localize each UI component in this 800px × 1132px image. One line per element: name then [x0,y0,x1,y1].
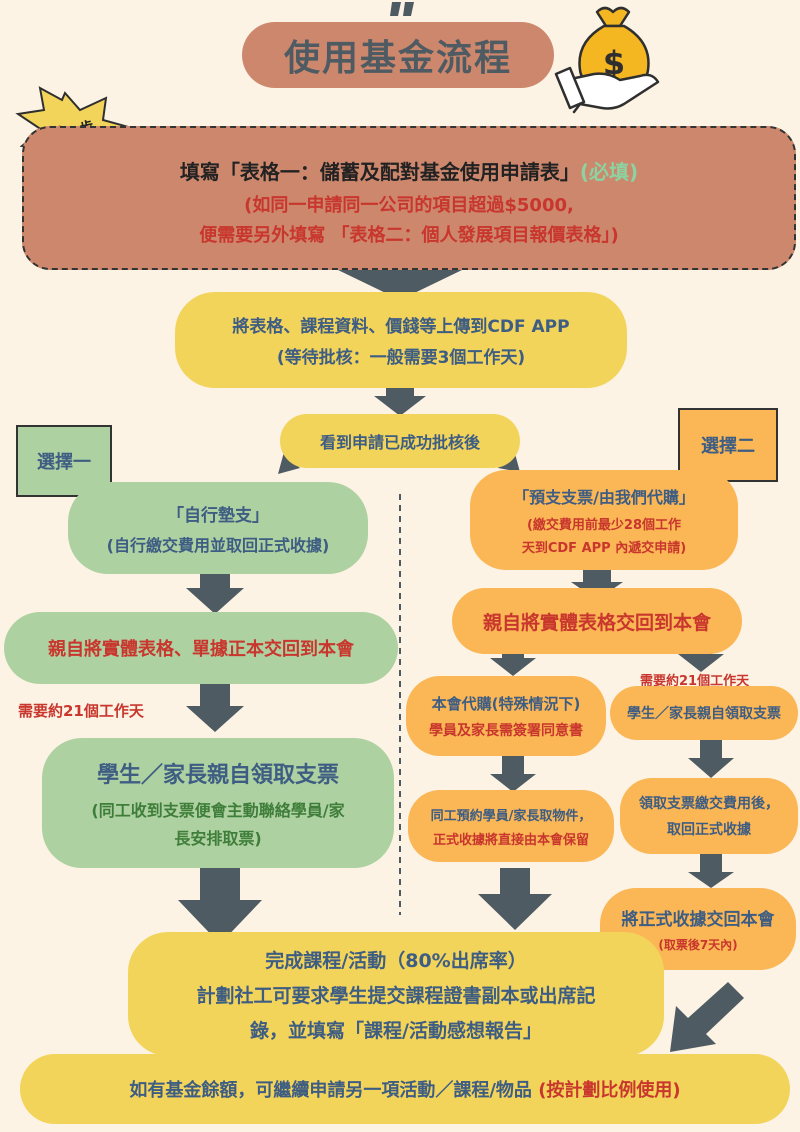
page-title: 使用基金流程 [283,38,512,79]
right-return-box: 親自將實體表格交回到本會 [452,588,742,654]
upload-box: 將表格、課程資料、價錢等上傳到CDF APP (等待批核：一般需要3個工作天) [175,292,627,388]
pickup-box: 同工預約學員/家長取物件， 正式收據將直接由本會保留 [408,790,614,862]
final-box: 如有基金餘額，可繼續申請另一項活動／課程/物品 (按計劃比例使用) [20,1054,790,1124]
right-days-note: 需要約21個工作天 [640,674,750,689]
left-collect-title: 學生／家長親自領取支票 [96,763,339,788]
pay-line-1: 領取支票繳交費用後， [639,796,779,812]
receipt-title: 將正式收據交回本會 [621,910,775,930]
approved-box: 看到申請已成功批核後 [280,414,520,468]
approved-text: 看到申請已成功批核後 [319,433,480,452]
step1-note-2: 便需要另外填寫 「表格二：個人發展項目報價表格」) [199,224,619,246]
arrow-down [186,568,244,614]
prepay-note-1: (繳交費用前最少28個工作 [526,518,682,533]
final-main-text: 如有基金餘額，可繼續申請另一項活動／課程/物品 [129,1080,532,1101]
option2-label: 選擇二 [678,408,778,482]
arrow-down [478,868,552,930]
complete-box: 完成課程/活動（80%出席率） 計劃社工可要求學生提交課程證書副本或出席記 錄，… [128,932,664,1056]
purchase-note: 學員及家長需簽署同意書 [429,722,583,739]
upload-line-2: (等待批核：一般需要3個工作天) [276,348,526,368]
option2-text: 選擇二 [701,436,755,457]
arrow-down [186,684,244,732]
right-collect-box: 學生／家長親自領取支票 [610,686,798,740]
right-collect-text: 學生／家長親自領取支票 [627,706,781,722]
self-pay-title: 「自行墊支」 [167,505,269,526]
svg-text:$: $ [603,44,625,82]
final-ratio-text: (按計劃比例使用) [538,1080,681,1101]
prepay-box: 「預支支票/由我們代購」 (繳交費用前最少28個工作 天到CDF APP 內遞交… [470,470,738,570]
money-bag-hand-icon: $ [554,6,660,114]
purchase-title: 本會代購(特殊情況下) [431,694,581,713]
quote-mark-icon [390,2,414,16]
arrow-down [688,740,734,778]
left-return-text: 親自將實體表格、單據正本交回到本會 [48,639,354,660]
arrow-down [688,854,734,888]
pay-line-2: 取回正式收據 [667,822,751,838]
prepay-note-2: 天到CDF APP 內遞交申請) [521,541,687,556]
left-return-box: 親自將實體表格、單據正本交回到本會 [4,612,398,684]
left-collect-note-2: 長安排取票) [174,829,262,848]
prepay-title: 「預支支票/由我們代購」 [513,488,695,507]
left-collect-box: 學生／家長親自領取支票 (同工收到支票便會主動聯絡學員/家 長安排取票) [42,738,394,868]
left-days-note: 需要約21個工作天 [18,702,144,720]
upload-line-1: 將表格、課程資料、價錢等上傳到CDF APP [232,317,570,337]
purchase-box: 本會代購(特殊情況下) 學員及家長需簽署同意書 [406,676,606,756]
arrow-down [490,756,536,792]
self-pay-desc: (自行繳交費用並取回正式收據) [106,535,330,555]
step1-required: (必填) [579,159,639,184]
pickup-line-2: 正式收據將直接由本會保留 [432,832,589,848]
option1-text: 選擇一 [37,452,91,473]
arrow-diagonal-left [670,982,744,1052]
step1-note-1: (如同一申請同一公司的項目超過$5000, [244,194,574,216]
left-collect-note-1: (同工收到支票便會主動聯絡學員/家 [91,801,345,820]
step1-box: 填寫「表格一：儲蓄及配對基金使用申請表」(必填) (如同一申請同一公司的項目超過… [22,126,796,270]
pickup-line-1: 同工預約學員/家長取物件， [430,808,592,824]
complete-line-1: 完成課程/活動（80%出席率） [265,949,527,972]
complete-line-3: 錄，並填寫「課程/活動感想報告」 [250,1019,542,1042]
step1-main-text: 填寫「表格一：儲蓄及配對基金使用申請表」 [179,159,580,184]
complete-line-2: 計劃社工可要求學生提交課程證書副本或出席記 [196,984,596,1007]
right-return-text: 親自將實體表格交回到本會 [482,611,711,634]
arrow-down [374,384,426,416]
receipt-note: (取票後7天內) [658,938,738,952]
pay-box: 領取支票繳交費用後， 取回正式收據 [620,778,798,854]
title-pill-container: 使用基金流程 [242,22,554,88]
self-pay-box: 「自行墊支」 (自行繳交費用並取回正式收據) [68,482,368,574]
